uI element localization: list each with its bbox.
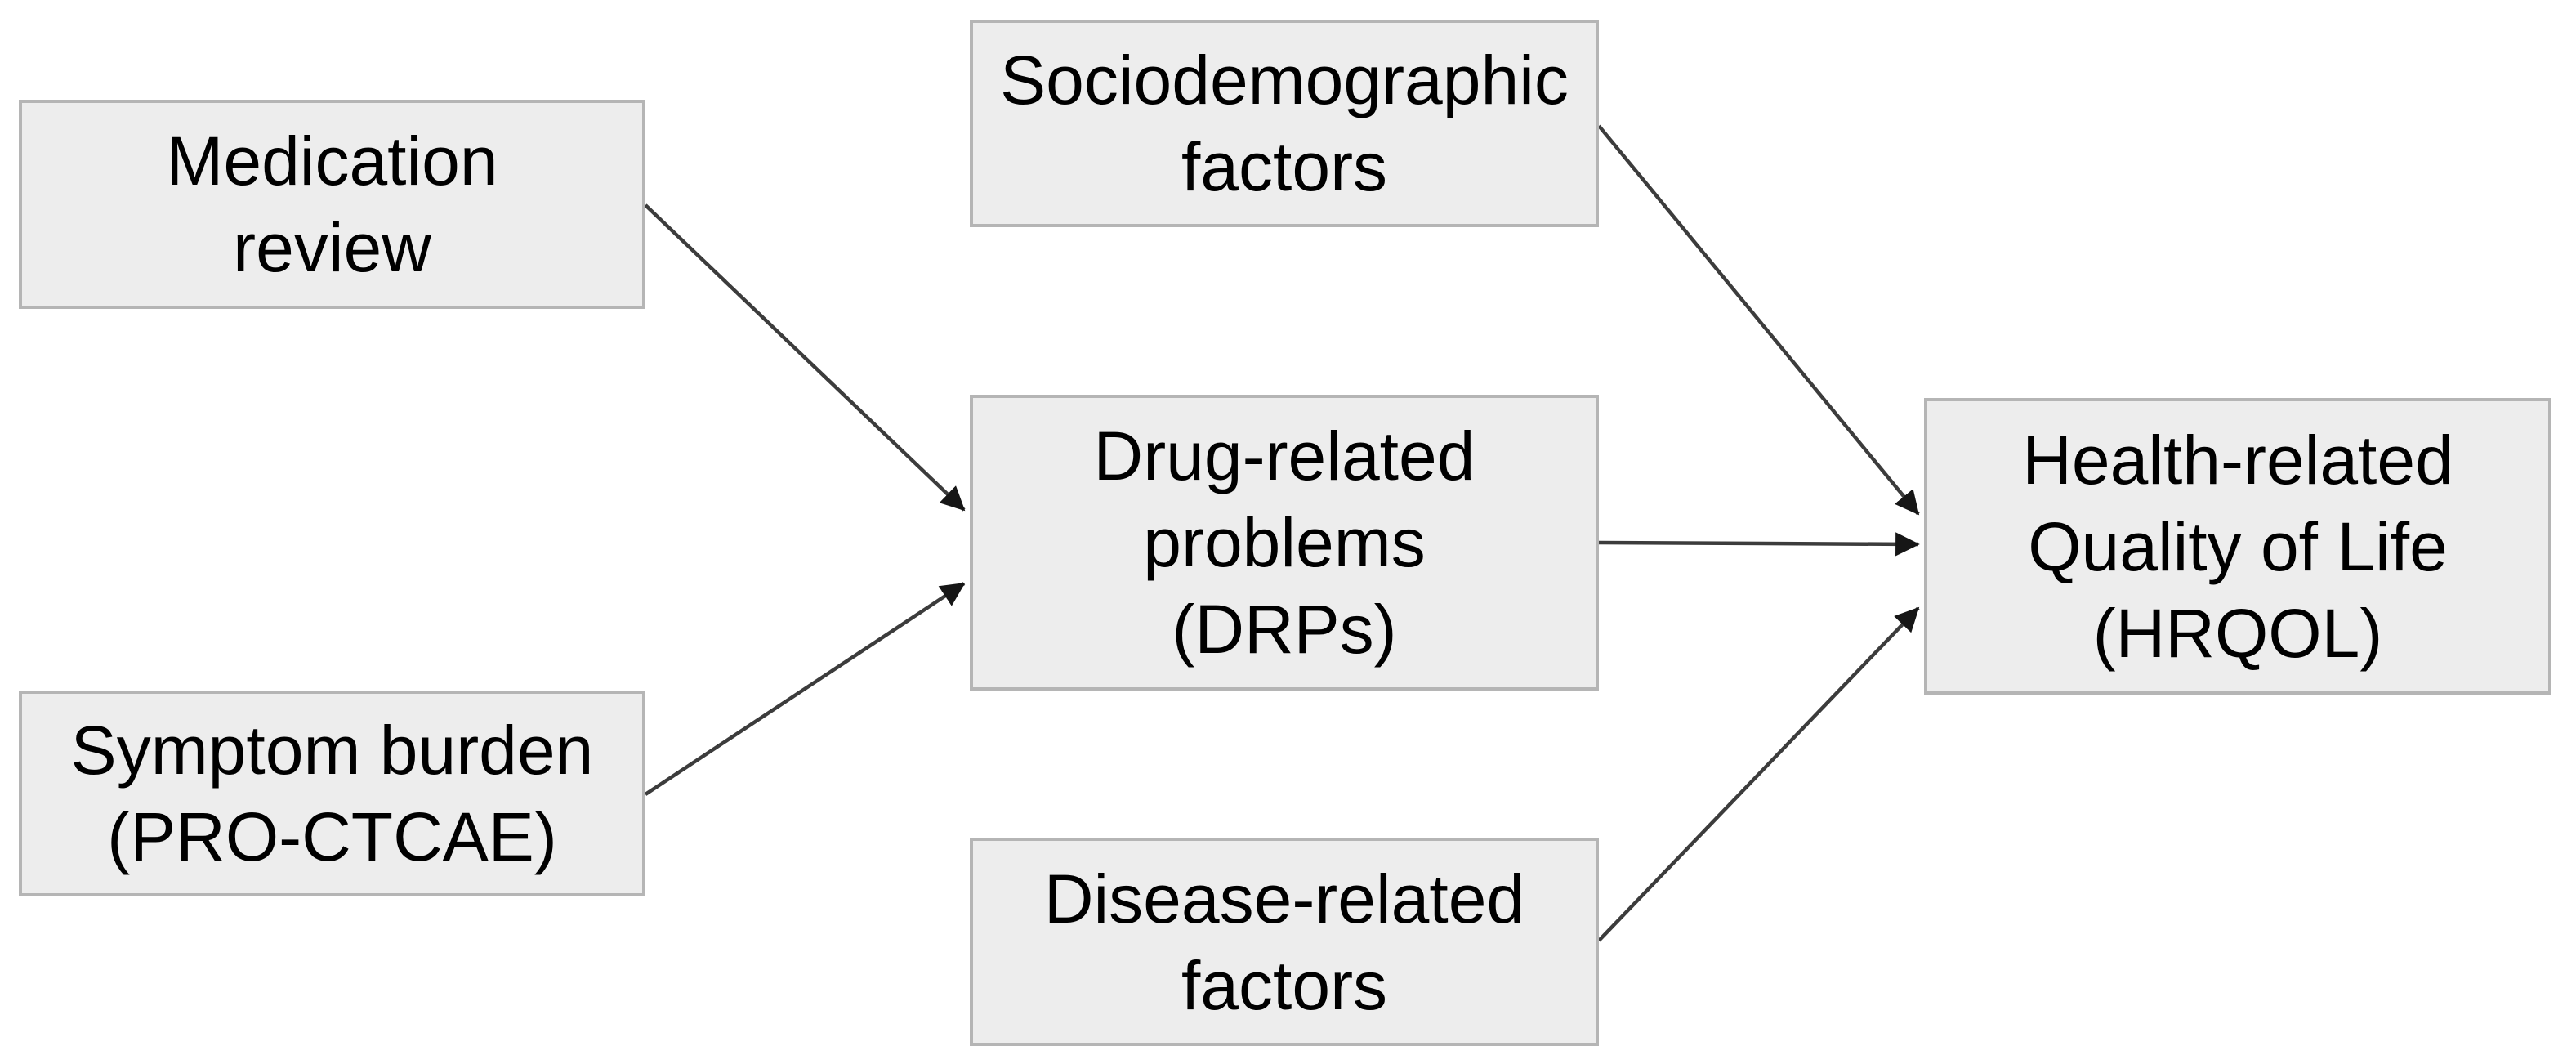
arrow-symptom_burden-to-drps [644, 582, 966, 796]
node-symptom-burden: Symptom burden (PRO-CTCAE) [19, 691, 645, 896]
node-drug-related-problems: Drug-related problems (DRPs) [970, 395, 1599, 691]
node-label-line: Disease-related [1043, 860, 1525, 937]
node-label-line: Sociodemographic [1000, 42, 1569, 118]
arrow-drps-to-hrqol [1598, 532, 1920, 557]
arrow-disease-to-hrqol [1597, 606, 1920, 942]
arrow-sociodemographic-to-hrqol [1597, 124, 1920, 516]
node-label-line: (HRQOL) [2092, 594, 2383, 672]
node-label-line: factors [1181, 128, 1388, 205]
arrow-medication_review-to-drps [644, 203, 966, 512]
node-label-line: Health-related [2022, 421, 2453, 498]
node-health-related-quality-of-life: Health-related Quality of Life (HRQOL) [1924, 398, 2551, 695]
node-label-line: Quality of Life [2028, 507, 2448, 585]
node-label-line: (PRO-CTCAE) [107, 798, 557, 875]
node-label-line: Medication [166, 123, 498, 199]
node-medication-review: Medication review [19, 100, 645, 309]
node-label-line: problems [1143, 504, 1426, 581]
node-label-line: factors [1181, 946, 1388, 1024]
node-label-line: review [233, 209, 431, 286]
node-disease-related-factors: Disease-related factors [970, 838, 1599, 1046]
node-label-line: (DRPs) [1172, 591, 1397, 668]
node-sociodemographic-factors: Sociodemographic factors [970, 20, 1599, 227]
node-label-line: Drug-related [1093, 418, 1476, 494]
node-label-line: Symptom burden [70, 712, 594, 789]
